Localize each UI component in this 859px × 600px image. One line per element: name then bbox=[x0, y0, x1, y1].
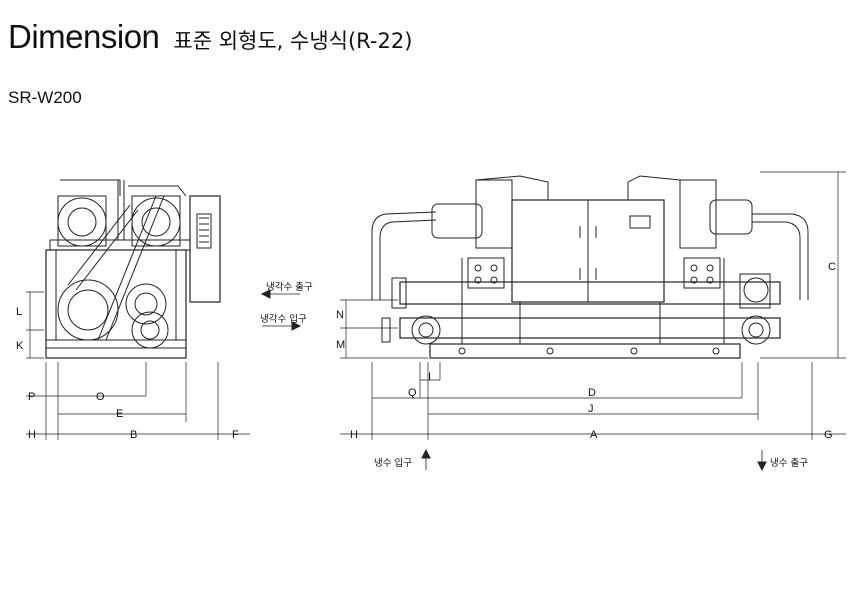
dim-label-d: D bbox=[588, 387, 596, 399]
control-box bbox=[189, 195, 221, 303]
loop-pipe-left bbox=[379, 219, 437, 300]
water-inlet-nozzle bbox=[381, 317, 391, 343]
note-chilled-water-out: 냉수 출구 bbox=[770, 458, 808, 469]
side-view bbox=[26, 179, 250, 440]
condenser-shell bbox=[399, 281, 781, 305]
compressor-left bbox=[57, 197, 107, 247]
diagonal-pipe bbox=[105, 195, 165, 341]
evaporator-end-inner bbox=[134, 292, 158, 316]
dim-label-h-front: H bbox=[350, 429, 358, 441]
title-row: Dimension 표준 외형도, 수냉식(R-22) bbox=[8, 18, 412, 56]
dim-label-b: B bbox=[130, 429, 137, 441]
evaporator-flange-left-inner bbox=[418, 322, 434, 338]
dim-label-j: J bbox=[588, 403, 594, 415]
base-rail bbox=[429, 343, 741, 359]
loop-pipe-right bbox=[752, 221, 801, 300]
page-subtitle: 표준 외형도, 수냉식(R-22) bbox=[173, 29, 413, 53]
side-top-plate bbox=[49, 239, 191, 251]
loop-pipe-right bbox=[752, 213, 809, 300]
compressor-right-motor bbox=[709, 199, 753, 235]
dim-label-i: I bbox=[428, 371, 431, 383]
evaporator-shell bbox=[399, 317, 781, 339]
condenser-head-left bbox=[391, 277, 407, 309]
dim-label-l: L bbox=[16, 306, 22, 318]
dim-label-e: E bbox=[116, 408, 123, 420]
compressor-left-housing bbox=[57, 195, 107, 247]
note-condenser-water-out: 냉각수 출구 bbox=[266, 281, 313, 293]
anchor-hole bbox=[712, 347, 720, 355]
dim-label-k: K bbox=[16, 340, 24, 352]
anchor-hole bbox=[546, 347, 554, 355]
note-chilled-water-in: 냉수 입구 bbox=[374, 457, 412, 469]
condenser-flange-right bbox=[743, 277, 769, 303]
dim-label-f: F bbox=[232, 429, 239, 441]
diagonal-pipe bbox=[75, 209, 139, 291]
loop-pipe-left bbox=[371, 211, 437, 300]
anchor-hole bbox=[630, 347, 638, 355]
gauge-panel-right bbox=[683, 257, 721, 289]
dim-label-q: Q bbox=[408, 387, 417, 399]
dim-label-h-side: H bbox=[28, 429, 36, 441]
control-box-vent bbox=[196, 213, 212, 249]
compressor-right-body bbox=[679, 179, 717, 249]
anchor-hole bbox=[458, 347, 466, 355]
dim-label-c: C bbox=[828, 261, 836, 273]
dim-label-a: A bbox=[590, 429, 598, 441]
model-name: SR-W200 bbox=[8, 88, 82, 107]
diagonal-pipe bbox=[97, 195, 157, 341]
dim-label-m: M bbox=[336, 339, 345, 351]
dim-label-p: P bbox=[28, 391, 35, 403]
evaporator-flange-right bbox=[741, 315, 771, 345]
compressor-left-inner bbox=[67, 207, 97, 237]
page-title: Dimension bbox=[8, 18, 160, 55]
condenser-head-right bbox=[739, 273, 771, 309]
compressor-left-body bbox=[475, 179, 513, 249]
evaporator-lower-inner bbox=[140, 320, 160, 340]
front-view bbox=[260, 171, 846, 472]
evaporator-flange-right-inner bbox=[748, 322, 764, 338]
note-condenser-water-in: 냉각수 입구 bbox=[260, 313, 307, 325]
discharge-piping bbox=[475, 175, 681, 200]
evaporator-end bbox=[125, 283, 167, 325]
condenser-end bbox=[57, 279, 119, 341]
dim-label-n: N bbox=[336, 309, 344, 321]
compressor-right-inner bbox=[141, 207, 171, 237]
evaporator-flange-left bbox=[411, 315, 441, 345]
dim-label-g: G bbox=[824, 429, 833, 441]
side-frame bbox=[45, 249, 187, 359]
compressor-left-motor bbox=[431, 203, 483, 239]
diagonal-pipe bbox=[67, 204, 131, 286]
top-piping bbox=[60, 179, 187, 197]
evaporator-lower bbox=[131, 311, 169, 349]
condenser-end-inner bbox=[67, 289, 109, 331]
gauge-panel-left bbox=[467, 257, 505, 289]
dim-label-o: O bbox=[96, 391, 105, 403]
nameplate bbox=[629, 215, 651, 229]
